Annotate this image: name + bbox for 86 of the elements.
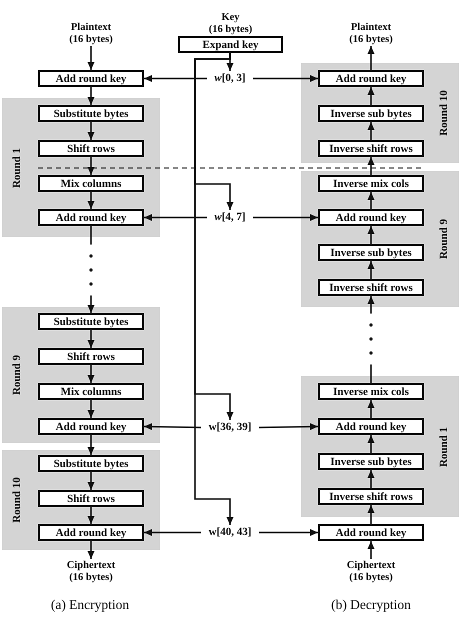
panel-caption: (a) Encryption (50, 597, 130, 613)
arrow (368, 435, 374, 453)
key-word-label: w[36, 39] (208, 420, 252, 435)
round-band (2, 307, 160, 443)
arrow (144, 529, 201, 536)
step-box: Mix columns (38, 383, 144, 400)
step-box: Add round key (318, 209, 424, 226)
io-label: Plaintext (350, 22, 392, 34)
io-label: Plaintext (70, 22, 112, 34)
process-box: Expand key (178, 36, 283, 53)
round-band (301, 376, 459, 517)
io-label: (16 bytes) (69, 572, 113, 584)
arrow (88, 507, 94, 524)
arrow (88, 46, 94, 70)
key-heading: Key (221, 12, 240, 24)
key-word-label: w[0, 3] (214, 71, 246, 86)
step-box: Add round key (318, 418, 424, 435)
round-label: Round 9 (11, 354, 23, 396)
arrow (253, 214, 318, 221)
io-label: (16 bytes) (349, 34, 393, 46)
arrow (368, 192, 374, 209)
step-box: Add round key (38, 418, 144, 435)
step-box: Add round key (318, 524, 424, 541)
step-box: Inverse shift rows (318, 279, 424, 296)
step-box: Substitute bytes (38, 313, 144, 330)
arrow (88, 365, 94, 383)
round-label: Round 9 (438, 218, 450, 260)
arrow (194, 53, 234, 525)
round-band (2, 450, 160, 550)
arrow (368, 122, 374, 140)
step-box: Substitute bytes (38, 455, 144, 472)
step-box: Inverse sub bytes (318, 244, 424, 261)
arrow (144, 75, 207, 82)
step-box: Inverse sub bytes (318, 105, 424, 122)
panel-caption: (b) Decryption (331, 597, 411, 613)
arrow (88, 87, 94, 105)
round-label: Round 10 (11, 477, 23, 523)
arrow (88, 472, 94, 490)
step-box: Inverse mix cols (318, 383, 424, 400)
arrow (368, 157, 374, 175)
arrow (368, 226, 374, 244)
arrow (144, 423, 202, 430)
io-label: Ciphertext (346, 560, 396, 572)
round-band (301, 63, 459, 163)
arrow (368, 541, 374, 559)
arrow (144, 214, 207, 221)
step-box: Shift rows (38, 140, 144, 157)
step-box: Substitute bytes (38, 105, 144, 122)
arrow (88, 157, 94, 175)
arrow (368, 505, 374, 524)
step-box: Mix columns (38, 175, 144, 192)
step-box: Inverse mix cols (318, 175, 424, 192)
round-band (301, 171, 459, 307)
io-label: (16 bytes) (349, 572, 393, 584)
arrow (258, 423, 318, 430)
key-word-label: w[4, 7] (214, 210, 246, 225)
arrow (88, 122, 94, 140)
arrow (368, 46, 374, 70)
step-box: Inverse sub bytes (318, 453, 424, 470)
round-label: Round 1 (438, 426, 450, 467)
arrow (88, 541, 94, 559)
arrow (368, 87, 374, 105)
arrow (368, 400, 374, 418)
step-box: Inverse shift rows (318, 140, 424, 157)
arrow (88, 435, 94, 455)
step-box: Add round key (38, 70, 144, 87)
round-label: Round 1 (11, 147, 23, 188)
key-word-label: w[40, 43] (208, 525, 252, 540)
round-label: Round 10 (438, 90, 450, 136)
step-box: Shift rows (38, 490, 144, 507)
io-label: Ciphertext (66, 560, 116, 572)
key-heading: (16 bytes) (208, 24, 252, 36)
arrow (253, 75, 318, 82)
arrow (88, 330, 94, 348)
arrow (259, 529, 318, 536)
step-box: Add round key (38, 209, 144, 226)
step-box: Shift rows (38, 348, 144, 365)
io-label: (16 bytes) (69, 34, 113, 46)
arrow (88, 400, 94, 418)
arrow (368, 470, 374, 488)
arrow (368, 261, 374, 279)
step-box: Add round key (38, 524, 144, 541)
step-box: Inverse shift rows (318, 488, 424, 505)
arrow (88, 192, 94, 209)
step-box: Add round key (318, 70, 424, 87)
round-band (2, 98, 160, 237)
